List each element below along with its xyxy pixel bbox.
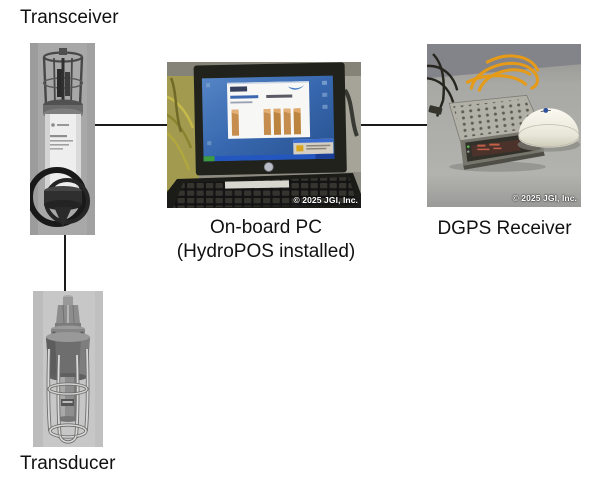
- lcd-display-icon: [477, 143, 502, 151]
- screen-popup: [293, 138, 334, 156]
- onboard-pc-art: [167, 62, 361, 208]
- laptop-screen: [193, 62, 347, 176]
- connector-pc-dgps: [361, 124, 428, 126]
- window-bar-icons: [231, 108, 302, 136]
- dgps-unit-icon: [448, 94, 546, 172]
- dgps-receiver-art: [427, 44, 581, 207]
- dgps-photo-watermark: © 2025 JGI, Inc.: [512, 193, 577, 203]
- transceiver-label: Transceiver: [20, 7, 119, 28]
- onboard-pc-label: On-board PC: [210, 217, 322, 238]
- gps-antenna-icon: [517, 107, 580, 152]
- laptop-photo-watermark: © 2025 JGI, Inc.: [293, 195, 358, 205]
- transducer-art: [33, 291, 103, 447]
- onboard-pc-photo: © 2025 JGI, Inc.: [167, 62, 361, 208]
- hp-logo-icon: [264, 162, 274, 172]
- transceiver-photo: [30, 43, 95, 235]
- transducer-label: Transducer: [20, 453, 116, 474]
- laptop-keyboard: [173, 177, 357, 208]
- transducer-cage-icon: [46, 348, 90, 444]
- onboard-pc-label-block: On-board PC (HydroPOS installed): [160, 216, 372, 264]
- connector-transceiver-transducer: [64, 235, 66, 291]
- desk-cables-icon: [167, 77, 195, 171]
- dgps-receiver-label: DGPS Receiver: [437, 218, 572, 239]
- connector-transceiver-pc: [95, 124, 167, 126]
- onboard-pc-sublabel: (HydroPOS installed): [176, 241, 356, 262]
- transducer-photo: [33, 291, 103, 447]
- orange-cable-icon: [465, 54, 540, 92]
- hydropos-window: [226, 81, 311, 139]
- transceiver-art: [30, 43, 95, 235]
- dgps-receiver-photo: © 2025 JGI, Inc.: [427, 44, 581, 207]
